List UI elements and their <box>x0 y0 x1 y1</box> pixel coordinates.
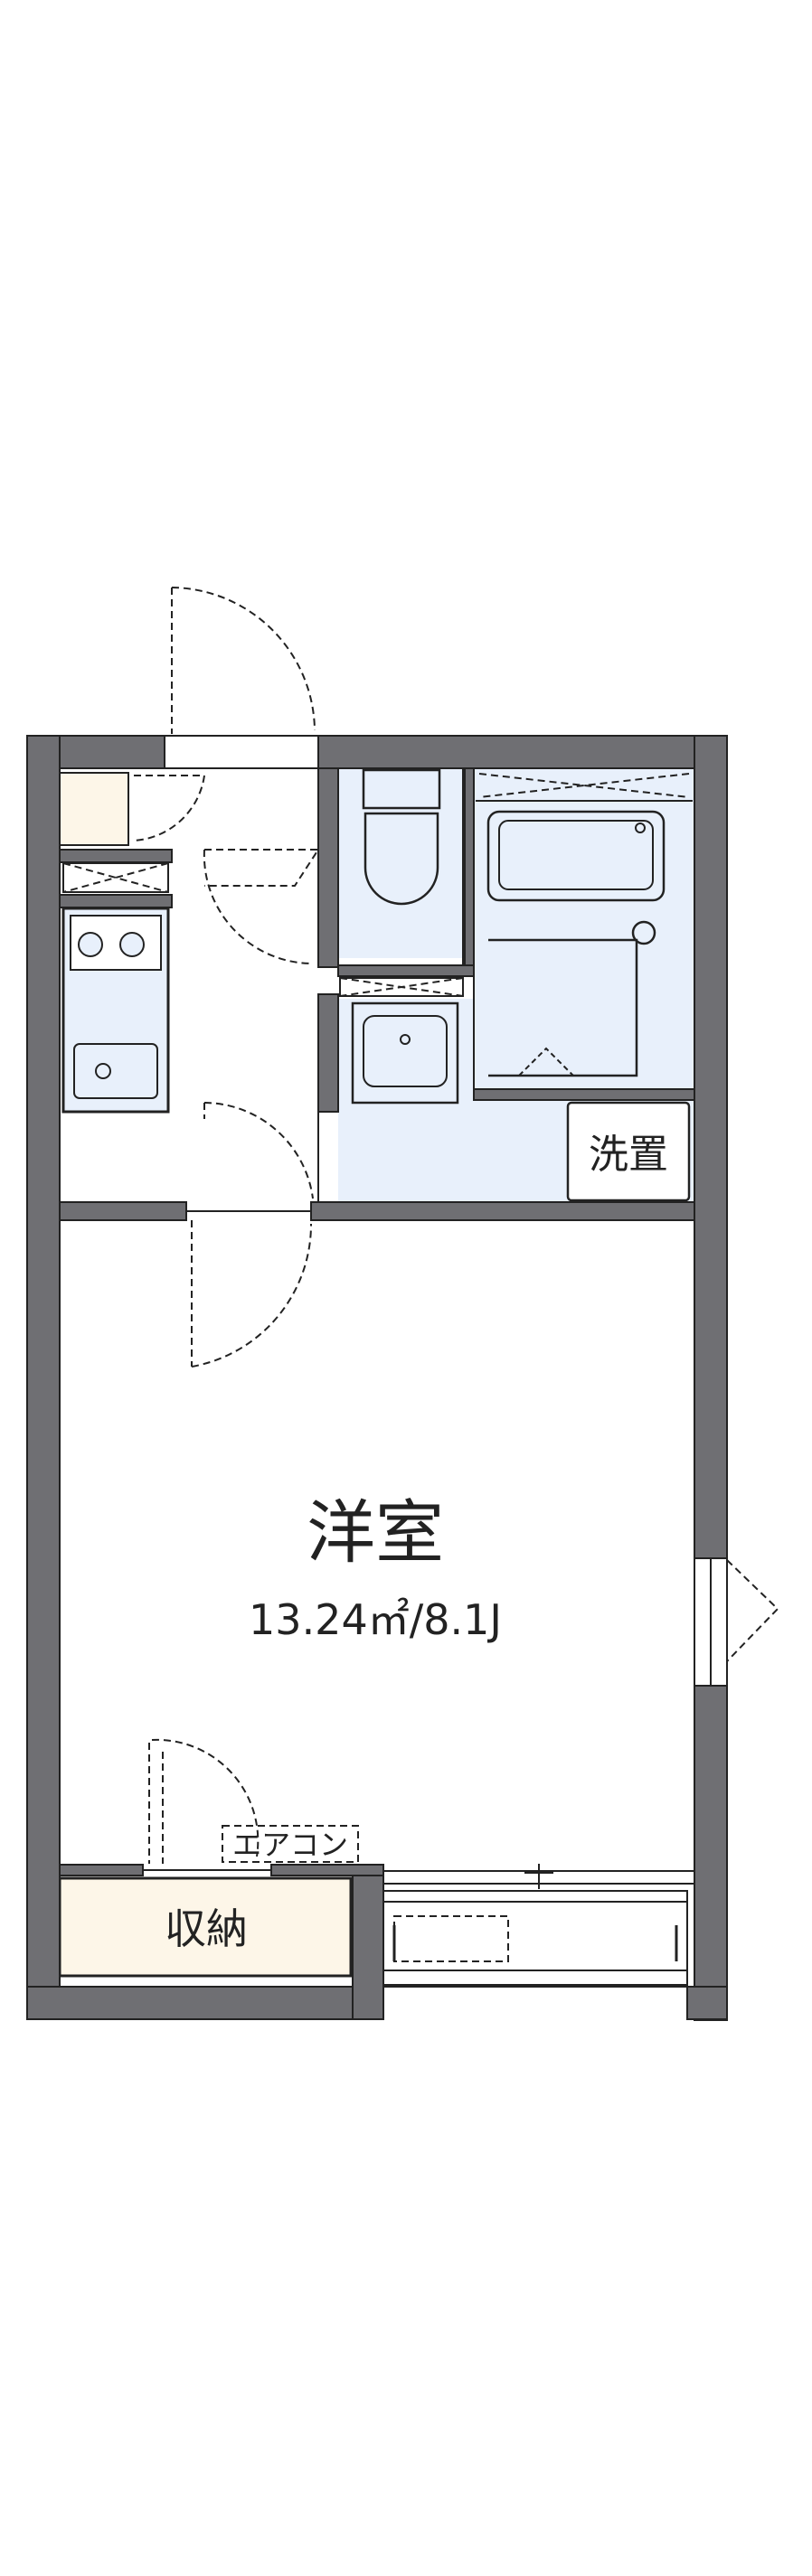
storage-floor <box>58 1876 353 1978</box>
storage-label: 収納 <box>165 1904 248 1953</box>
toilet-icon <box>364 812 439 906</box>
western-door <box>186 1210 313 1368</box>
stove-burner-icon <box>119 932 145 957</box>
kitchen <box>61 907 170 1114</box>
shoe-cabinet <box>62 775 206 893</box>
entry-door <box>165 587 318 769</box>
floor-fills <box>58 768 694 1978</box>
washroom <box>203 1001 691 1202</box>
shoe-cabinet-floor <box>59 772 129 846</box>
western-room-area: 13.24㎡/8.1J <box>249 1595 502 1644</box>
sink-icon <box>73 1043 158 1099</box>
bathroom <box>473 767 695 1090</box>
stove-burner-icon <box>78 932 103 957</box>
bathtub-icon <box>486 810 666 902</box>
washer-space <box>566 1101 691 1202</box>
closet-door <box>143 1738 271 1871</box>
western-room-label: 洋室 <box>307 1492 444 1573</box>
toilet <box>203 767 466 997</box>
washer-label: 洗置 <box>589 1132 668 1178</box>
side-window <box>694 1557 779 1687</box>
shower-icon <box>631 920 656 945</box>
aircon-label: エアコン <box>232 1828 348 1862</box>
balcony-window <box>382 1864 694 1988</box>
aircon-unit <box>222 1825 359 1863</box>
